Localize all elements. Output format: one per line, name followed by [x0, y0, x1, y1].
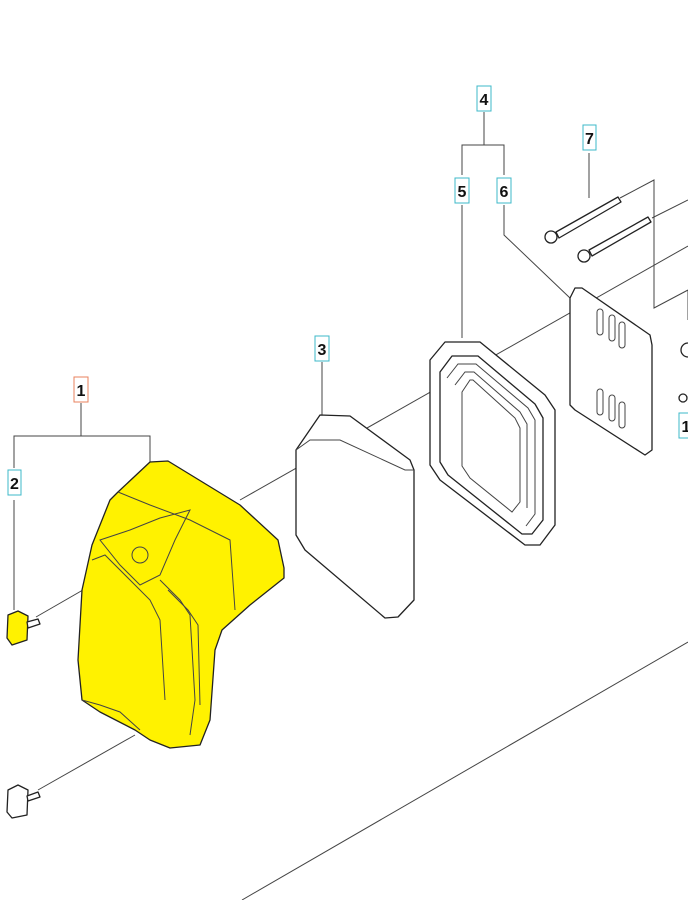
- air-filter-cover[interactable]: [77, 460, 285, 749]
- callout-6[interactable]: 6: [496, 177, 512, 204]
- screw-axis-line-lower: [37, 734, 136, 791]
- callout-5-label: 5: [458, 184, 467, 201]
- bolt-upper[interactable]: [544, 196, 622, 244]
- cover-knob-lower[interactable]: [6, 784, 41, 819]
- cover-knob-upper[interactable]: [6, 610, 41, 646]
- bolt-lower[interactable]: [577, 216, 652, 263]
- callout-1-label: 1: [77, 383, 86, 400]
- callout-1[interactable]: 1: [73, 376, 89, 403]
- foam-filter[interactable]: [295, 414, 415, 619]
- leader-lines: [13, 112, 688, 610]
- callout-5[interactable]: 5: [454, 177, 470, 204]
- callout-4-label: 4: [480, 92, 489, 109]
- callout-1-right[interactable]: 1: [678, 412, 688, 439]
- callout-7[interactable]: 7: [582, 124, 597, 151]
- filter-gasket[interactable]: [429, 341, 556, 546]
- callout-1-right-label: 1: [682, 419, 688, 436]
- callout-2[interactable]: 2: [7, 469, 22, 496]
- assembly-axis-line-lower: [241, 641, 688, 900]
- callout-4[interactable]: 4: [476, 85, 492, 112]
- callout-3-label: 3: [318, 342, 327, 359]
- callout-7-label: 7: [585, 131, 594, 148]
- callout-2-label: 2: [10, 476, 19, 493]
- perforated-plate[interactable]: [569, 287, 653, 456]
- callout-3[interactable]: 3: [314, 335, 330, 362]
- callout-6-label: 6: [500, 184, 509, 201]
- nut-partial: [678, 342, 688, 403]
